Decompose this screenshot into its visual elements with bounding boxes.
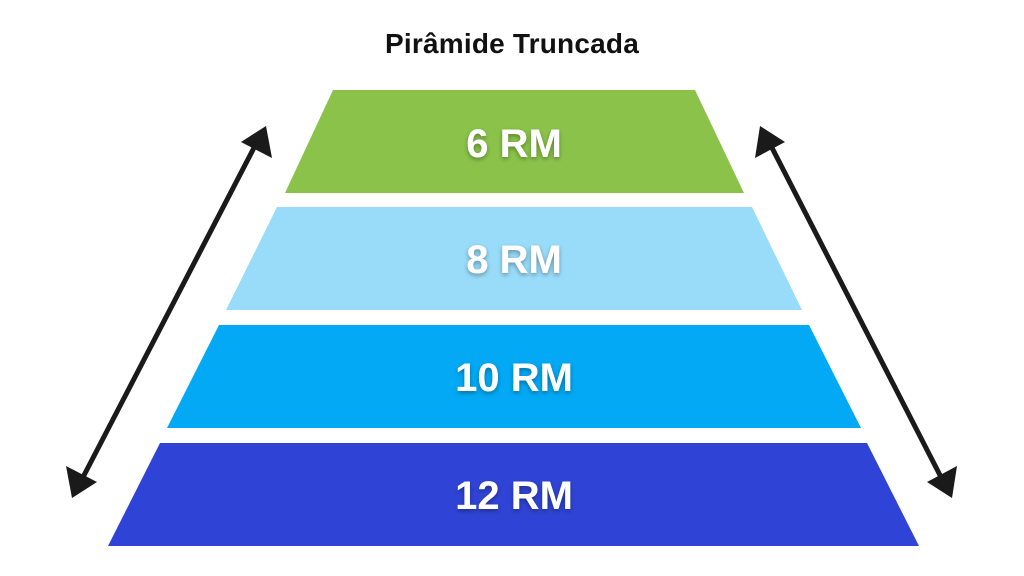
diagram-title: Pirâmide Truncada — [385, 28, 639, 59]
pyramid-level-3 — [167, 325, 861, 428]
pyramid-level-1 — [285, 90, 744, 193]
right-double-arrow-icon — [755, 126, 957, 498]
pyramid-level-2 — [226, 207, 802, 310]
pyramid-level-2-label: 8 RM — [466, 238, 562, 282]
pyramid-level-4-label: 12 RM — [455, 474, 573, 518]
pyramid-level-3-label: 10 RM — [455, 356, 573, 400]
left-double-arrow-icon — [66, 126, 272, 498]
pyramid-level-1-label: 6 RM — [466, 122, 562, 166]
pyramid-level-4 — [108, 443, 919, 546]
